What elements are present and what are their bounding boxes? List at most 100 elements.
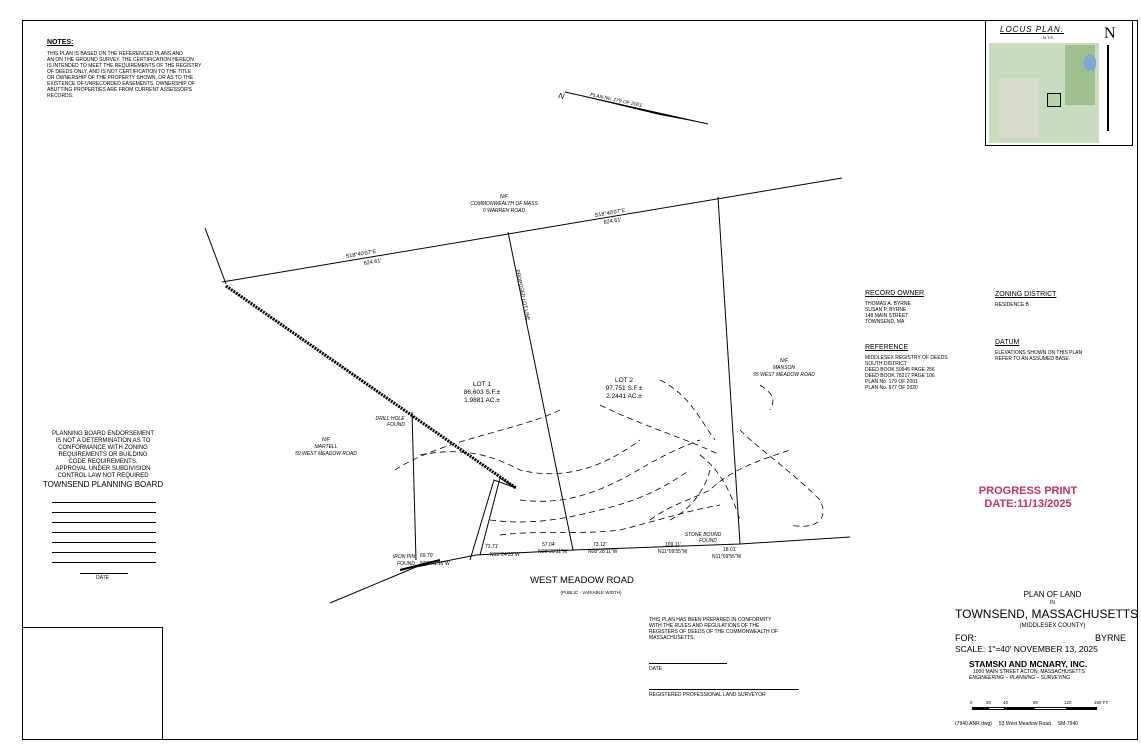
scale-tick: 120 [1064, 700, 1072, 705]
lot-area-sf: 86,603 S.F.± [464, 389, 501, 396]
scale-bar [972, 707, 1097, 710]
file-reference: (7940.ANR.dwg) 53 West Meadow Road SM-79… [955, 721, 1079, 727]
rear-property-line [221, 177, 843, 283]
north-plan-label: PLAN No. 179 OF 2001 [590, 92, 643, 109]
title-scale-date: SCALE: 1"=40' NOVEMBER 13, 2025 [955, 644, 1098, 654]
notes-line: IS INTENDED TO MEET THE REQUIREMENTS OF … [47, 63, 202, 69]
planning-board-line: CONFORMANCE WITH ZONING [58, 445, 148, 451]
zoning-block: ZONING DISTRICT RESIDENCE B [995, 291, 1115, 308]
planning-board-name: TOWNSEND PLANNING BOARD [42, 480, 164, 489]
drawing-border [22, 20, 1138, 740]
abutter-name: MANSON [773, 365, 795, 371]
firm-name: STAMSKI AND MCNARY, INC. [969, 659, 1088, 669]
planning-board-line: CODE REQUIREMENTS. [68, 459, 138, 465]
notes-body: THIS PLAN IS BASED ON THE REFERENCED PLA… [47, 51, 247, 99]
title-in: IN [1050, 600, 1055, 606]
planning-board-line: PLANNING BOARD ENDORSEMENT [51, 431, 154, 437]
locus-north-letter: N [1104, 25, 1116, 42]
certification-date-line [649, 663, 727, 664]
road-sideline [329, 536, 851, 604]
signature-line [52, 532, 156, 533]
monument-label: FOUND [397, 561, 415, 567]
distance-label: 624.61' [363, 258, 382, 267]
scale-tick: 160 FT [1094, 700, 1109, 705]
title-town: TOWNSEND, MASSACHUSETTS [955, 607, 1139, 621]
lot-name: LOT 2 [615, 377, 633, 384]
record-owner-line: THOMAS A. BYRNE [865, 301, 911, 307]
abutter-name: COMMONWEALTH OF MASS [470, 201, 538, 207]
certification-line: THIS PLAN HAS BEEN PREPARED IN CONFORMIT… [649, 617, 772, 623]
certification-block: THIS PLAN HAS BEEN PREPARED IN CONFORMIT… [649, 617, 819, 641]
planning-board-line: CONTROL LAW NOT REQUIRED [57, 473, 149, 479]
locus-plan: LOCUS PLAN: N.T.S. N [985, 20, 1133, 146]
locus-scale: N.T.S. [1043, 35, 1054, 40]
certification-date-label: DATE [649, 666, 662, 672]
reference-line: DEED BOOK 50945 PAGE 256 [865, 367, 935, 373]
planning-board-line: APPROVAL UNDER SUBDIVISION [55, 466, 151, 472]
reference-line: SOUTH DISTRICT [865, 361, 907, 367]
abutter-address: 59 WEST MEADOW ROAD [295, 451, 357, 457]
bearing-label: N08°28'11"W [588, 549, 618, 555]
bearing-label: N08°28'11"W [538, 549, 568, 555]
record-owner-line: TOWNSEND, MA [865, 319, 905, 325]
registry-recording-box [22, 627, 163, 740]
side-line-right [717, 196, 741, 545]
planning-board-line: REQUIREMENTS OR BUILDING [58, 452, 148, 458]
signature-line [52, 502, 156, 503]
bearing-label: S18°40'07"E [345, 249, 377, 260]
certification-line: MASSACHUSETTS. [649, 635, 695, 641]
notes-line: THIS PLAN IS BASED ON THE REFERENCED PLA… [47, 51, 183, 57]
distance-label: 109.11' [665, 542, 681, 548]
firm-address: 1000 MAIN STREET ACTON, MASSACHUSETTS [973, 669, 1085, 675]
datum-line: REFER TO AN ASSUMED BASE. [995, 356, 1071, 362]
locus-north-arrow-icon [1107, 45, 1109, 131]
surveyor-signature-line [649, 689, 799, 690]
scale-tick: 0 [970, 700, 973, 705]
title-county: (MIDDLESEX COUNTY) [1019, 623, 1086, 629]
datum-block: DATUM ELEVATIONS SHOWN ON THIS PLAN REFE… [995, 339, 1115, 362]
north-letter: N [558, 91, 566, 101]
signature-line [52, 542, 156, 543]
contour-lines [394, 379, 824, 536]
record-owner-block: RECORD OWNER THOMAS A. BYRNE SUSAN P. BY… [865, 290, 975, 325]
abutter-address: 55 WEST MEADOW ROAD [753, 372, 815, 378]
proposed-lot-line-label: PROPOSED LOT LINE [514, 269, 531, 322]
distance-label: 624.61' [603, 217, 622, 226]
monument-label: DRILL HOLE [375, 416, 405, 422]
abutter-nf: N/F [322, 437, 331, 443]
notes-line: AN ON THE GROUND SURVEY. THE CERTIFICATI… [47, 57, 194, 63]
distance-label: 69.70' [420, 553, 434, 559]
monument-label: FOUND [699, 538, 717, 544]
notes-line: OF DEEDS ONLY, AND IS NOT CERTIFICATION … [47, 69, 192, 75]
bearing-label: N08°41'16"W [420, 561, 450, 567]
notes-line: ABUTTING PROPERTIES ARE FROM CURRENT ASS… [47, 87, 192, 93]
planning-board-line: IS NOT A DETERMINATION AS TO [55, 438, 151, 444]
monument-label: STONE BOUND [685, 532, 722, 538]
reference-line: DEED BOOK 78217 PAGE 106 [865, 373, 935, 379]
surveyor-label: REGISTERED PROFESSIONAL LAND SURVEYOR [649, 692, 766, 698]
distance-label: 57.04' [542, 542, 556, 548]
reference-line: PLAN No. 977 OF 2020 [865, 385, 918, 391]
bearing-label: N11°09'55"W [712, 554, 742, 560]
scale-tick: 20 [986, 700, 992, 705]
date-line [80, 573, 128, 574]
signature-line [52, 512, 156, 513]
certification-line: WITH THE RULES AND REGULATIONS OF THE [649, 623, 760, 629]
scale-tick: 80 [1033, 700, 1039, 705]
bearing-label: N15°24'33"W [490, 552, 520, 558]
bearing-label: S18°40'07"E [594, 208, 626, 219]
lot-name: LOT 1 [473, 381, 491, 388]
reference-line: PLAN No. 179 OF 2001 [865, 379, 918, 385]
abutter-nf: N/F [780, 358, 789, 364]
record-owner-title: RECORD OWNER [865, 290, 925, 297]
title-block: PLAN OF LAND IN TOWNSEND, MASSACHUSETTS … [955, 590, 1139, 681]
progress-print-line: PROGRESS PRINT [978, 485, 1078, 497]
north-arrow-icon: N PLAN No. 179 OF 2001 [558, 91, 709, 125]
road-subtitle: (PUBLIC - VARIABLE WIDTH) [561, 590, 622, 595]
distance-label: 73.71' [485, 544, 499, 550]
bearing-label: N11°09'55"W [658, 549, 688, 555]
datum-title: DATUM [995, 339, 1020, 346]
distance-label: 18.01' [723, 547, 737, 553]
abutter-name: MARTELL [315, 444, 338, 450]
